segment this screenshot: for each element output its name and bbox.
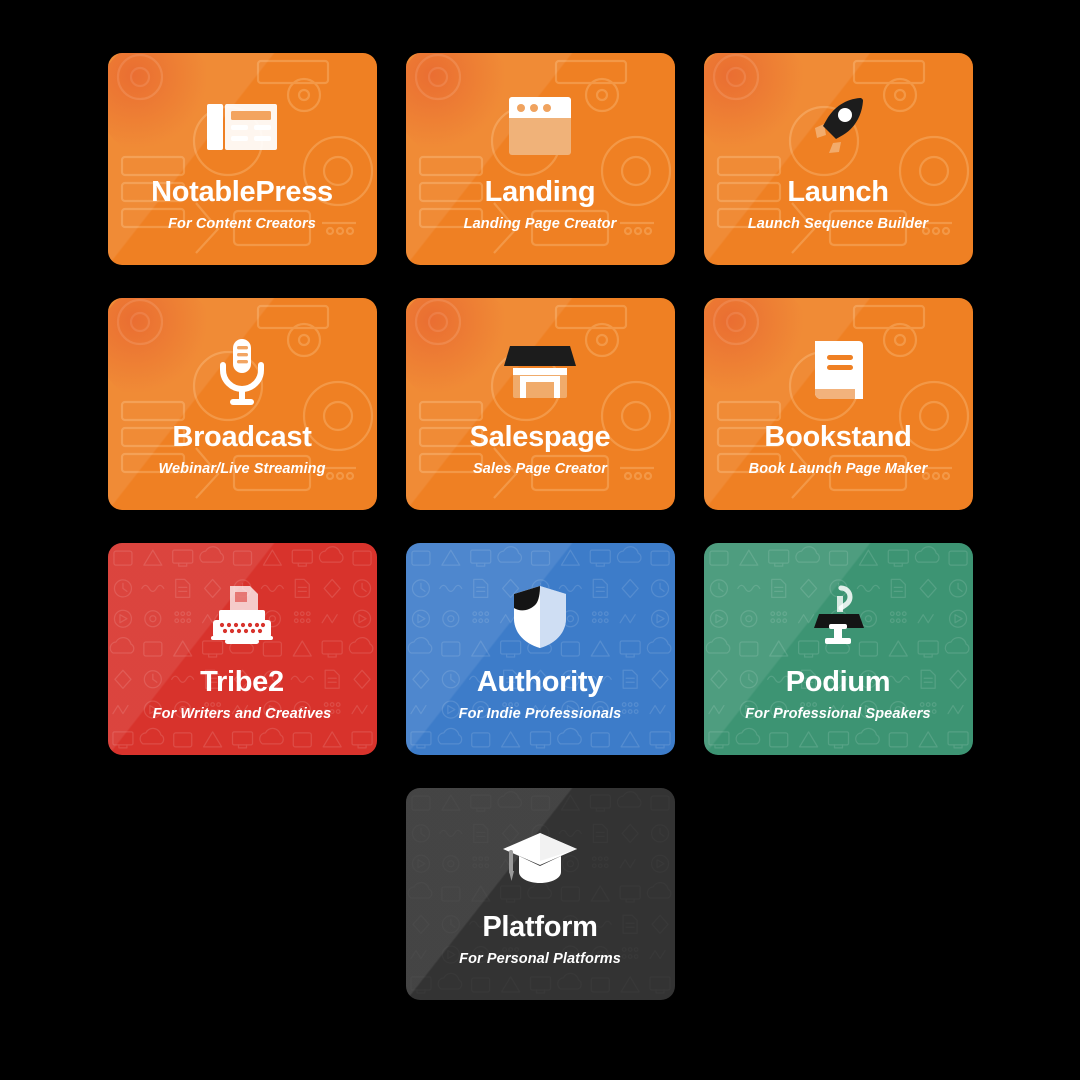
microphone-icon <box>213 336 271 408</box>
card-title: Authority <box>476 666 604 698</box>
card-subtitle: For Personal Platforms <box>459 951 621 968</box>
card-subtitle: Webinar/Live Streaming <box>158 461 326 478</box>
podium-icon <box>803 581 873 653</box>
card-corner-tint <box>405 53 516 159</box>
card-subtitle: For Writers and Creatives <box>152 706 332 723</box>
card-corner-tint <box>107 298 218 404</box>
card-title: Tribe2 <box>200 666 284 698</box>
card-corner-tint <box>703 53 814 159</box>
card-title: Launch <box>787 176 889 208</box>
card-title: Salespage <box>469 421 611 453</box>
card-corner-tint <box>107 53 218 159</box>
graduation-cap-icon <box>501 826 579 898</box>
newspaper-icon <box>205 91 279 163</box>
card-subtitle: For Content Creators <box>168 216 316 233</box>
card-subtitle: Sales Page Creator <box>473 461 607 478</box>
card-title: Broadcast <box>172 421 312 453</box>
browser-window-icon <box>507 91 573 163</box>
shield-icon <box>512 581 568 653</box>
card-corner-tint <box>405 298 516 404</box>
card-subtitle: Landing Page Creator <box>463 216 617 233</box>
card-subtitle: For Professional Speakers <box>745 706 931 723</box>
storefront-icon <box>504 336 576 408</box>
card-title: NotablePress <box>151 176 333 208</box>
card-title: Bookstand <box>764 421 912 453</box>
card-subtitle: Book Launch Page Maker <box>748 461 928 478</box>
card-title: Landing <box>484 176 596 208</box>
card-subtitle: For Indie Professionals <box>458 706 622 723</box>
card-corner-tint <box>703 298 814 404</box>
typewriter-icon <box>205 581 279 653</box>
card-title: Platform <box>482 911 598 943</box>
rocket-icon <box>807 91 869 163</box>
book-icon <box>809 336 867 408</box>
card-subtitle: Launch Sequence Builder <box>747 216 929 233</box>
card-title: Podium <box>785 666 891 698</box>
